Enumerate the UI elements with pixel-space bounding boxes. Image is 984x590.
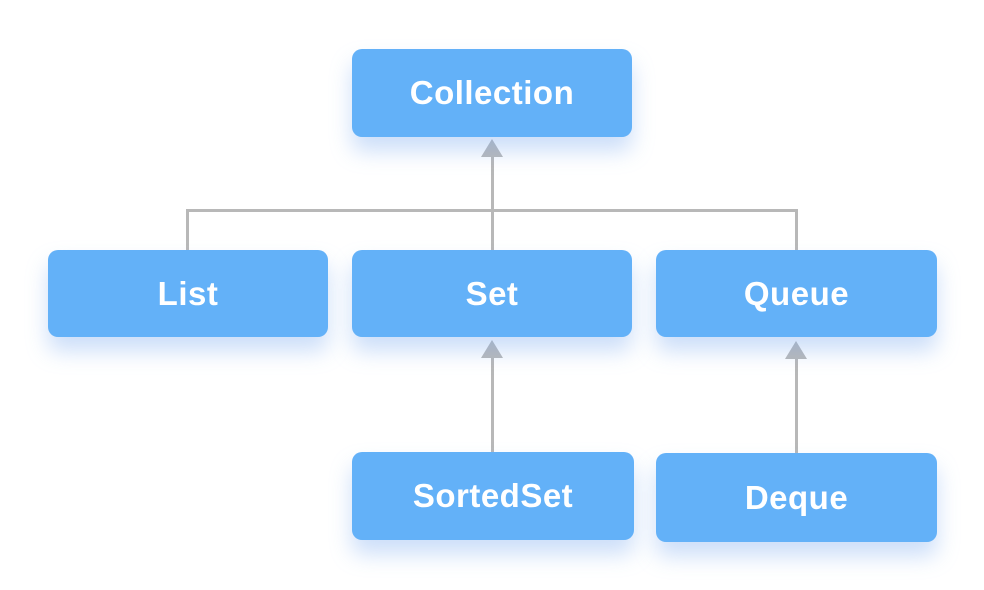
node-label: Deque	[744, 478, 849, 516]
arrow-up-icon	[785, 341, 807, 359]
node-sortedset: SortedSet	[352, 452, 634, 540]
node-label: SortedSet	[412, 477, 574, 514]
node-label: List	[157, 274, 219, 312]
node-deque: Deque	[656, 453, 937, 542]
node-label: Collection	[409, 74, 575, 111]
arrow-up-icon	[481, 340, 503, 358]
node-label: Queue	[743, 274, 850, 312]
connector-list-vertical	[186, 209, 189, 250]
connector-deque-to-queue	[794, 358, 798, 453]
node-label: Set	[465, 274, 519, 312]
connector-sortedset-to-set	[490, 357, 494, 452]
connector-set-to-collection	[490, 156, 494, 250]
connector-queue-vertical	[794, 209, 798, 250]
node-queue: Queue	[656, 250, 937, 337]
node-list: List	[48, 250, 328, 337]
node-set: Set	[352, 250, 632, 337]
node-collection: Collection	[352, 49, 632, 137]
arrow-up-icon	[481, 139, 503, 157]
